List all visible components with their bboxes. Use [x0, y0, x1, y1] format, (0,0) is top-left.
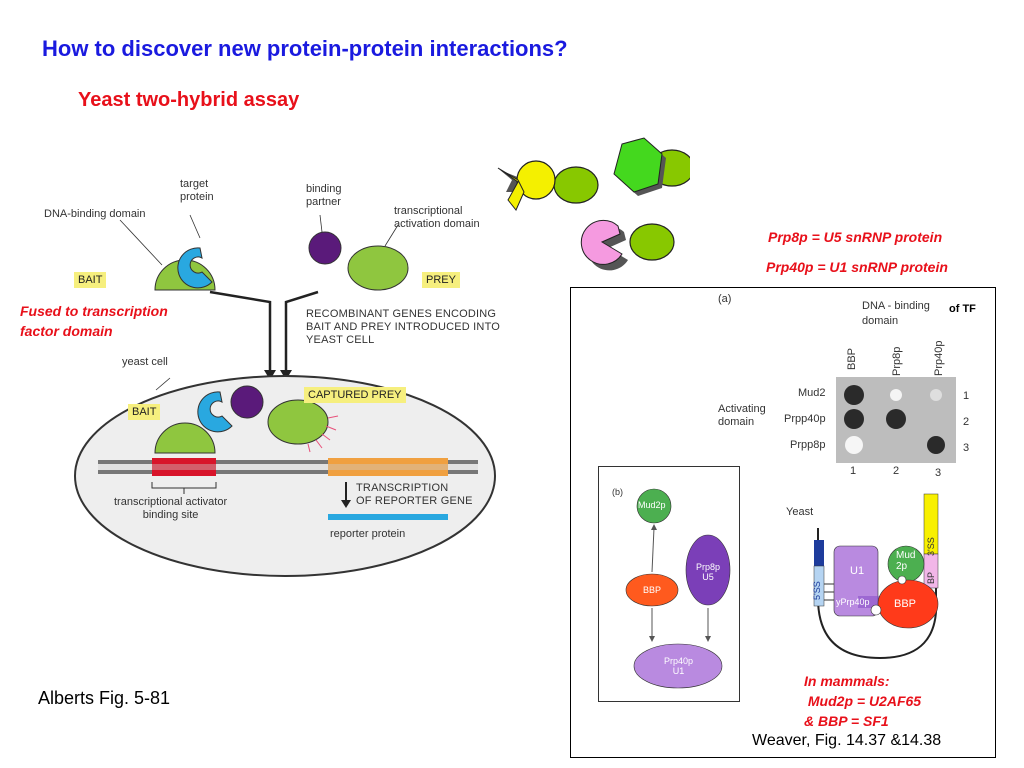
transcription-reporter-label: TRANSCRIPTION OF REPORTER GENE [356, 482, 473, 507]
col-number-2: 2 [893, 465, 900, 477]
panel-c-mud2p: Mud 2p [896, 550, 916, 572]
panel-b-bbp: BBP [643, 585, 662, 595]
row-mud2: Mud2 [798, 387, 826, 399]
interaction-network [625, 488, 731, 689]
fused-annotation: Fused to transcription factor domain [20, 303, 168, 339]
panel-b-label: (b) [612, 487, 623, 497]
alberts-citation: Alberts Fig. 5-81 [38, 688, 171, 708]
of-tf-label: of TF [949, 303, 976, 315]
activator-site-label: transcriptional activator binding site [114, 496, 228, 521]
bait-in-cell-label: BAIT [128, 404, 161, 420]
yeast-cell-label: yeast cell [122, 356, 168, 368]
panel-b-mud2p: Mud2p [638, 500, 666, 510]
activating-domain-label: Activating domain [718, 403, 766, 428]
yeast-label: Yeast [786, 506, 814, 518]
captured-prey-label: CAPTURED PREY [304, 387, 406, 403]
dna-binding-domain-label: DNA-binding domain [44, 208, 146, 220]
dot-blot-image [836, 377, 956, 463]
row-number-2: 2 [963, 416, 970, 428]
recombinant-genes-text: RECOMBINANT GENES ENCODING BAIT AND PREY… [306, 308, 501, 346]
panel-c-5ss: 5'SS [812, 581, 822, 600]
yeast-complex-diagram [813, 493, 939, 660]
target-protein-label: target protein [180, 178, 214, 203]
column-prp8p: Prp8p [891, 346, 903, 376]
prey-label: PREY [422, 272, 460, 288]
row-number-3: 3 [963, 442, 970, 454]
puzzle-proteins-graphic [497, 137, 690, 271]
row-number-1: 1 [963, 390, 970, 402]
panel-c-u1: U1 [850, 565, 865, 577]
column-prp40p: Prp40p [933, 340, 945, 376]
prp40p-note: Prp40p = U1 snRNP protein [766, 259, 948, 275]
dna-binding-label: DNA - binding [862, 300, 930, 312]
panel-b-prp40p-u1: Prp40p U1 [664, 656, 694, 676]
binding-partner-label: binding partner [306, 183, 342, 208]
panel-c-bbp: BBP [894, 598, 917, 610]
yeast-two-hybrid-diagram [74, 214, 496, 577]
col-number-1: 1 [850, 465, 857, 477]
panel-a-label: (a) [718, 293, 732, 305]
activation-domain-label: transcriptional activation domain [394, 205, 480, 230]
page-title: How to discover new protein-protein inte… [42, 36, 568, 61]
mammals-note: In mammals: Mud2p = U2AF65 & BBP = SF1 [804, 673, 922, 729]
column-bbp: BBP [846, 347, 858, 370]
panel-b-prp8p-u5: Prp8p U5 [696, 562, 721, 582]
prp8p-note: Prp8p = U5 snRNP protein [768, 229, 943, 245]
reporter-protein-label: reporter protein [330, 528, 406, 540]
bait-label: BAIT [74, 272, 107, 288]
row-prpp8p: Prpp8p [790, 439, 826, 451]
row-prpp40p: Prpp40p [784, 413, 826, 425]
page-subtitle: Yeast two-hybrid assay [78, 89, 300, 111]
panel-c-3ss: 3'SS [926, 537, 936, 556]
domain-label: domain [862, 315, 899, 327]
panel-c-yprp40p: yPrp40p [836, 597, 870, 607]
panel-c-bp: BP [926, 571, 936, 584]
col-number-3: 3 [935, 467, 942, 479]
weaver-citation: Weaver, Fig. 14.37 &14.38 [752, 732, 942, 749]
